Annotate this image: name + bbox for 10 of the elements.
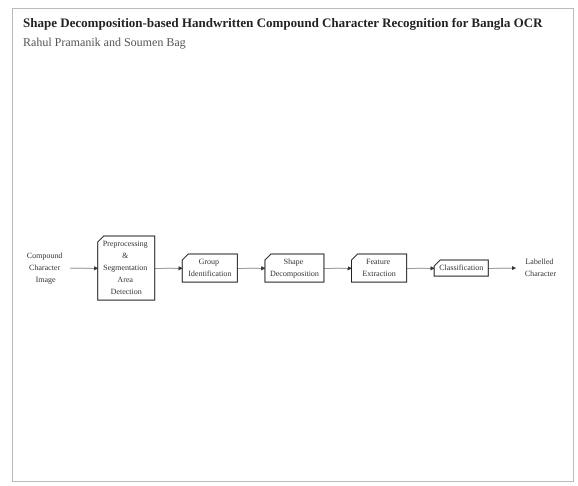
node-text: Labelled Character	[524, 257, 556, 278]
arrow	[324, 266, 352, 270]
arrow	[70, 266, 98, 270]
arrow	[237, 266, 266, 270]
arrow	[488, 266, 516, 270]
arrow	[406, 266, 435, 270]
diagram-title: Shape Decomposition-based Handwritten Compound Character Recognition for Bangla OCR	[23, 15, 543, 31]
author-line: Rahul Pramanik and Soumen Bag	[23, 35, 186, 49]
node-text: Compound Character Image	[26, 251, 62, 284]
arrow	[154, 266, 183, 270]
